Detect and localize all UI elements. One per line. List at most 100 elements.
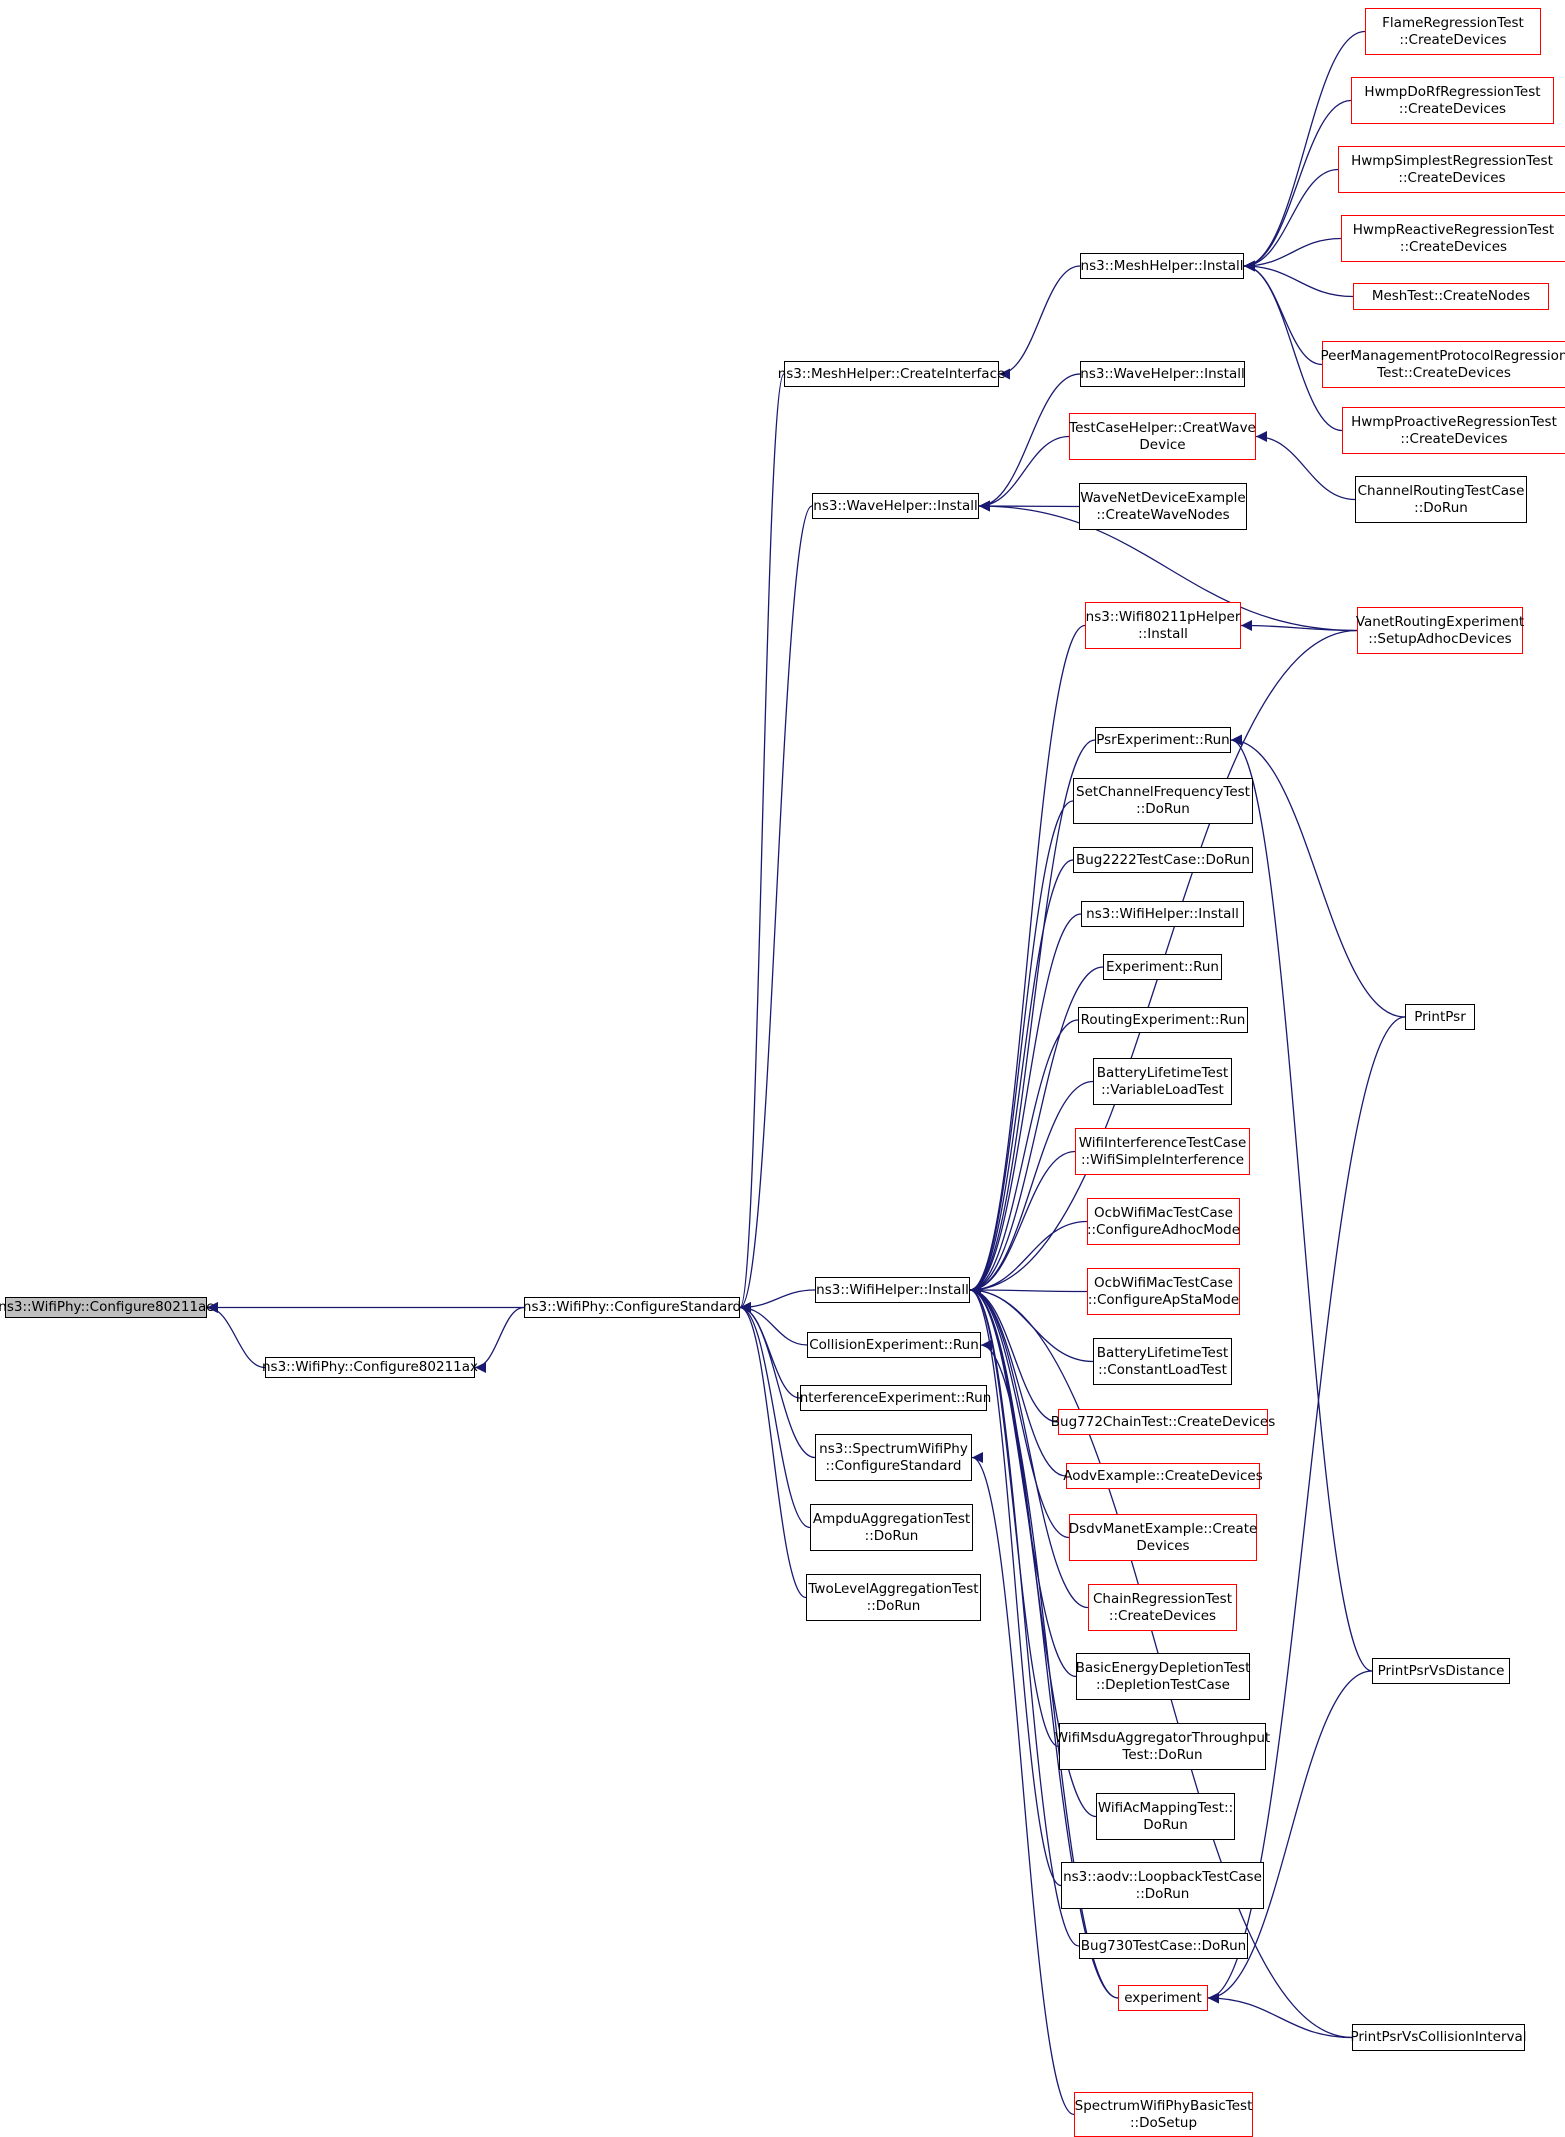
node-aodv-ex[interactable]: AodvExample::CreateDevices <box>1063 1463 1263 1489</box>
node-label-line: ::CreateDevices <box>1398 100 1507 117</box>
node-label-line: ns3::MeshHelper::CreateInterface <box>777 365 1006 382</box>
node-printpsr[interactable]: PrintPsr <box>1405 1004 1475 1030</box>
call-edge-exp-run-to-wifi-inst <box>969 966 1104 1296</box>
node-bug730[interactable]: Bug730TestCase::DoRun <box>1079 1933 1248 1959</box>
node-label-line: ns3::aodv::LoopbackTestCase <box>1063 1868 1262 1885</box>
call-edge-wave-inst-to-cstd <box>739 505 813 1313</box>
node-ampdu[interactable]: AmpduAggregationTest::DoRun <box>810 1504 973 1551</box>
node-label-line: FlameRegressionTest <box>1382 14 1524 31</box>
node-wnde[interactable]: WaveNetDeviceExample::CreateWaveNodes <box>1079 483 1247 530</box>
call-edge-printpsr-to-psr-run <box>1230 734 1406 1018</box>
node-label-line: ns3::WifiPhy::Configure80211ac <box>0 1299 214 1315</box>
call-edge-meshtest-to-mesh-inst <box>1243 260 1354 298</box>
node-chan-routing[interactable]: ChannelRoutingTestCase::DoRun <box>1355 476 1527 523</box>
node-label-line: ::Install <box>1138 625 1188 642</box>
node-label-line: ns3::WifiPhy::ConfigureStandard <box>522 1299 742 1315</box>
node-routing-run[interactable]: RoutingExperiment::Run <box>1078 1007 1248 1033</box>
node-collision[interactable]: CollisionExperiment::Run <box>807 1332 981 1358</box>
node-label-line: ::ConstantLoadTest <box>1098 1361 1227 1378</box>
node-spectrum-cs[interactable]: ns3::SpectrumWifiPhy::ConfigureStandard <box>815 1434 972 1481</box>
node-wave-inst[interactable]: ns3::WaveHelper::Install <box>812 493 979 519</box>
node-label-line: AodvExample::CreateDevices <box>1063 1467 1263 1484</box>
node-setch[interactable]: SetChannelFrequencyTest::DoRun <box>1073 778 1253 824</box>
node-batt-const[interactable]: BatteryLifetimeTest::ConstantLoadTest <box>1093 1338 1232 1385</box>
node-label-line: WifiInterferenceTestCase <box>1078 1134 1247 1151</box>
call-edge-batt-var-to-wifi-inst <box>969 1080 1094 1296</box>
node-label-line: PrintPsrVsDistance <box>1377 1662 1505 1679</box>
node-meshtest[interactable]: MeshTest::CreateNodes <box>1353 283 1549 310</box>
node-label-line: Bug730TestCase::DoRun <box>1080 1937 1247 1954</box>
call-edge-spectrum-basic-to-spectrum-cs <box>971 1452 1075 2116</box>
call-edge-bug2222-to-wifi-inst <box>969 859 1074 1296</box>
node-label-line: ::ConfigureAdhocMode <box>1086 1221 1241 1238</box>
node-bug772[interactable]: Bug772ChainTest::CreateDevices <box>1051 1409 1275 1435</box>
node-label-line: ::SetupAdhocDevices <box>1368 630 1512 647</box>
node-flame[interactable]: FlameRegressionTest::CreateDevices <box>1365 8 1541 55</box>
node-psr-vs-dist[interactable]: PrintPsrVsDistance <box>1372 1658 1510 1684</box>
node-label-line: AmpduAggregationTest <box>812 1510 971 1527</box>
node-wifi-inst[interactable]: ns3::WifiHelper::Install <box>815 1277 970 1303</box>
node-label-line: ns3::MeshHelper::Install <box>1080 257 1244 274</box>
node-mesh-inst[interactable]: ns3::MeshHelper::Install <box>1080 253 1244 279</box>
node-experiment[interactable]: experiment <box>1118 1985 1208 2011</box>
node-label-line: ::CreateWaveNodes <box>1096 506 1230 523</box>
node-label-line: CollisionExperiment::Run <box>809 1336 979 1353</box>
node-hwmp-proactive[interactable]: HwmpProactiveRegressionTest::CreateDevic… <box>1342 407 1565 454</box>
node-batt-var[interactable]: BatteryLifetimeTest::VariableLoadTest <box>1093 1058 1232 1105</box>
node-label-line: ::CreateDevices <box>1400 430 1508 447</box>
node-bug2222[interactable]: Bug2222TestCase::DoRun <box>1073 847 1253 873</box>
node-root: ns3::WifiPhy::Configure80211ac <box>0 1297 214 1318</box>
node-basic-energy[interactable]: BasicEnergyDepletionTest::DepletionTestC… <box>1076 1653 1250 1700</box>
node-twolevel[interactable]: TwoLevelAggregationTest::DoRun <box>806 1574 981 1621</box>
node-w80211p[interactable]: ns3::Wifi80211pHelper::Install <box>1085 602 1241 649</box>
node-label-line: BatteryLifetimeTest <box>1096 1064 1229 1081</box>
call-edge-hwmp-proactive-to-mesh-inst <box>1243 260 1343 432</box>
node-label-line: ::DepletionTestCase <box>1096 1676 1230 1693</box>
call-edge-ocb-ap-to-wifi-inst <box>969 1284 1088 1296</box>
node-wave-inst2[interactable]: ns3::WaveHelper::Install <box>1080 361 1245 387</box>
node-acmap[interactable]: WifiAcMappingTest::DoRun <box>1096 1793 1235 1840</box>
node-ocb-adhoc[interactable]: OcbWifiMacTestCase::ConfigureAdhocMode <box>1087 1198 1240 1245</box>
node-c80211ax[interactable]: ns3::WifiPhy::Configure80211ax <box>262 1357 478 1378</box>
call-edge-dsdv-to-wifi-inst <box>969 1284 1070 1539</box>
node-label-line: WifiMsduAggregatorThroughput <box>1054 1729 1271 1746</box>
call-edge-vanet-to-w80211p <box>1240 620 1358 632</box>
node-label-line: Device <box>1139 436 1186 453</box>
node-label-line: ns3::WifiHelper::Install <box>1086 905 1239 922</box>
node-cstd[interactable]: ns3::WifiPhy::ConfigureStandard <box>522 1297 742 1318</box>
node-label-line: experiment <box>1124 1989 1202 2006</box>
node-label-line: PrintPsr <box>1414 1008 1466 1025</box>
node-ocb-ap[interactable]: OcbWifiMacTestCase::ConfigureApStaMode <box>1087 1268 1240 1315</box>
node-aodv-loop[interactable]: ns3::aodv::LoopbackTestCase::DoRun <box>1061 1862 1264 1909</box>
node-label-line: BatteryLifetimeTest <box>1096 1344 1229 1361</box>
node-spectrum-basic[interactable]: SpectrumWifiPhyBasicTest::DoSetup <box>1074 2092 1253 2137</box>
node-psr-vs-coll[interactable]: PrintPsrVsCollisionInterval <box>1350 2024 1527 2051</box>
call-edge-wave-inst2-to-wave-inst <box>978 373 1081 512</box>
node-label-line: InterferenceExperiment::Run <box>795 1389 992 1406</box>
node-wifi-inst2[interactable]: ns3::WifiHelper::Install <box>1081 901 1244 927</box>
node-interference[interactable]: InterferenceExperiment::Run <box>796 1385 991 1411</box>
node-label-line: MeshTest::CreateNodes <box>1371 288 1531 304</box>
node-label-line: HwmpSimplestRegressionTest <box>1351 152 1553 169</box>
call-edge-wifi-inst2-to-wifi-inst <box>969 913 1082 1296</box>
node-label-line: PsrExperiment::Run <box>1096 731 1230 748</box>
call-edge-aodv-loop-to-wifi-inst <box>969 1284 1062 1887</box>
node-label-line: ::DoRun <box>1136 801 1190 817</box>
call-edge-mesh-inst-to-mesh-ci <box>998 265 1081 380</box>
node-label-line: ::CreateDevices <box>1399 31 1507 48</box>
node-hwmp-simplest[interactable]: HwmpSimplestRegressionTest::CreateDevice… <box>1338 146 1565 193</box>
node-mesh-ci[interactable]: ns3::MeshHelper::CreateInterface <box>778 361 1005 387</box>
node-psr-run[interactable]: PsrExperiment::Run <box>1095 727 1231 753</box>
node-hwmp-reactive[interactable]: HwmpReactiveRegressionTest::CreateDevice… <box>1341 215 1565 262</box>
node-chain-reg[interactable]: ChainRegressionTest::CreateDevices <box>1088 1584 1237 1631</box>
node-label-line: Bug2222TestCase::DoRun <box>1075 851 1250 868</box>
node-hwmp-dorf[interactable]: HwmpDoRfRegressionTest::CreateDevices <box>1351 77 1554 124</box>
node-exp-run[interactable]: Experiment::Run <box>1103 954 1222 980</box>
node-wifi-interf[interactable]: WifiInterferenceTestCase::WifiSimpleInte… <box>1075 1128 1250 1175</box>
node-label-line: OcbWifiMacTestCase <box>1094 1274 1233 1291</box>
node-vanet[interactable]: VanetRoutingExperiment::SetupAdhocDevice… <box>1356 607 1524 654</box>
